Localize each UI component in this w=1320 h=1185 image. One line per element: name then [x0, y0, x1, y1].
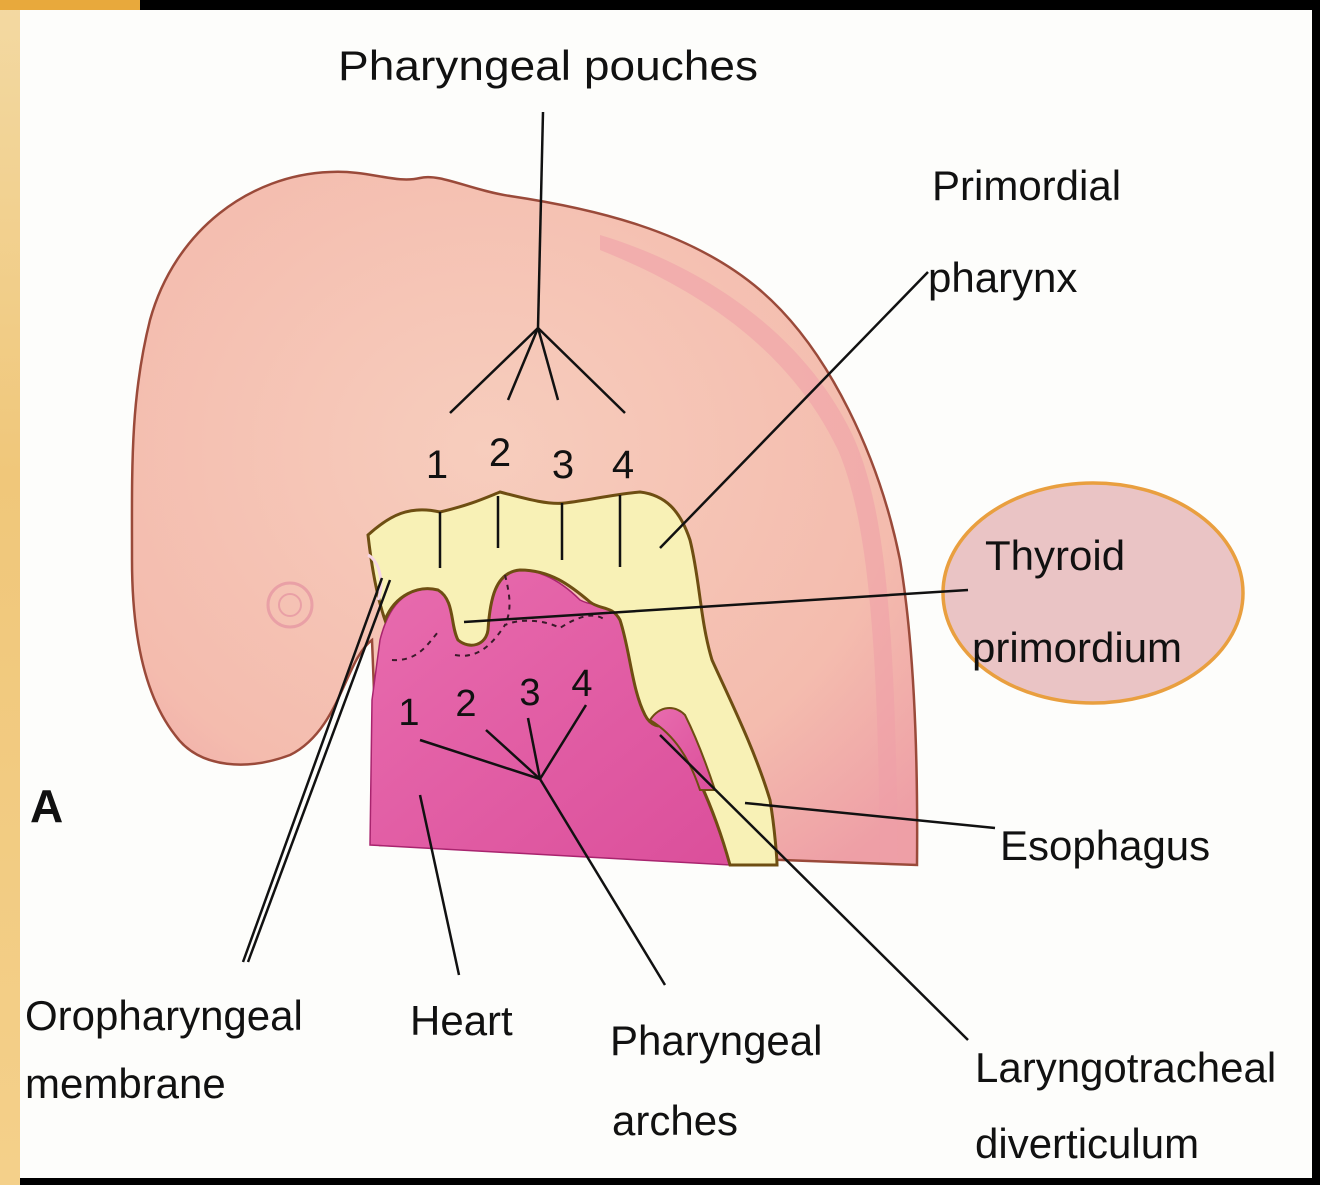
panel-letter: A: [30, 780, 63, 832]
label-pharyngeal-arches-line2: arches: [612, 1097, 738, 1144]
label-primordial-pharynx-line2: pharynx: [928, 254, 1077, 301]
label-pharyngeal-pouches: Pharyngeal pouches: [338, 42, 758, 89]
pouch-number-1: 1: [426, 443, 448, 487]
label-thyroid-line1: Thyroid: [985, 532, 1125, 579]
arch-number-4: 4: [571, 663, 592, 705]
slide-top-accent: [0, 0, 140, 10]
label-pharyngeal-arches-line1: Pharyngeal: [610, 1017, 822, 1064]
pouch-number-2: 2: [489, 431, 511, 475]
label-laryngotracheal-line2: diverticulum: [975, 1120, 1199, 1167]
label-esophagus: Esophagus: [1000, 822, 1210, 869]
pouch-number-3: 3: [552, 443, 574, 487]
arch-number-2: 2: [455, 683, 476, 725]
embryo-pharynx-figure: 1 2 3 4 1 2 3 4 A Pharyngeal pouches Pri…: [20, 10, 1312, 1178]
label-oropharyngeal-line2: membrane: [25, 1060, 226, 1107]
pouch-number-4: 4: [612, 443, 634, 487]
label-laryngotracheal-line1: Laryngotracheal: [975, 1044, 1276, 1091]
label-oropharyngeal-line1: Oropharyngeal: [25, 992, 303, 1039]
arch-number-3: 3: [519, 672, 540, 714]
diagram-canvas: 1 2 3 4 1 2 3 4 A Pharyngeal pouches Pri…: [20, 10, 1312, 1178]
label-heart: Heart: [410, 997, 513, 1044]
slide-edge-strip: [0, 0, 20, 1185]
label-primordial-pharynx-line1: Primordial: [932, 162, 1121, 209]
label-thyroid-line2: primordium: [972, 624, 1182, 671]
arch-number-1: 1: [398, 692, 419, 734]
